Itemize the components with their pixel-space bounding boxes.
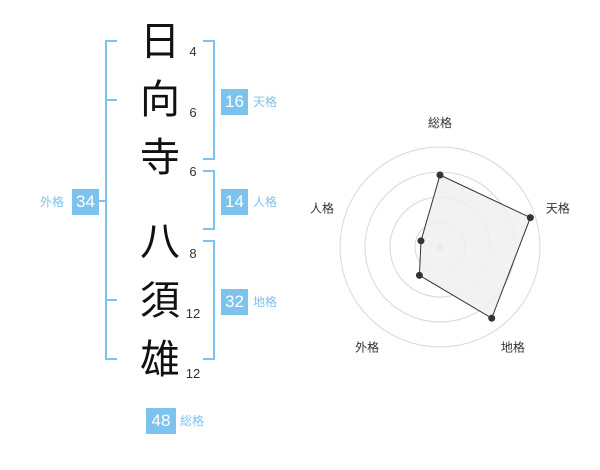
stroke-count-6: 12 — [185, 366, 201, 381]
chikaku-bracket-vertical — [213, 240, 215, 360]
name-char-1: 日 — [140, 19, 180, 65]
radar-point — [488, 314, 496, 322]
radar-axis-label: 地格 — [501, 339, 525, 354]
stroke-count-2: 6 — [189, 105, 197, 120]
gaikaku-bracket-bottom — [105, 358, 117, 360]
soukaku-label: 総格 — [180, 414, 205, 428]
radar-axis-label: 総格 — [428, 115, 452, 130]
jinkaku-bracket-top — [203, 170, 215, 172]
soukaku-value-badge: 48 — [146, 408, 176, 434]
chikaku-bracket-bottom — [203, 358, 215, 360]
tenkaku-bracket-vertical — [213, 40, 215, 160]
chikaku-value-badge: 32 — [221, 289, 248, 315]
stroke-count-1: 4 — [189, 44, 197, 59]
gaikaku-label: 外格 — [40, 195, 65, 209]
radar-point — [417, 237, 425, 245]
tenkaku-bracket-bottom — [203, 158, 215, 160]
radar-polygon — [418, 174, 532, 319]
stroke-count-5: 12 — [185, 306, 201, 321]
tenkaku-value-badge: 16 — [221, 89, 248, 115]
name-char-3: 寺 — [140, 135, 180, 181]
chikaku-bracket-top — [203, 240, 215, 242]
jinkaku-value-badge: 14 — [221, 189, 248, 215]
radar-point — [436, 171, 444, 179]
radar-point — [526, 214, 534, 222]
jinkaku-label: 人格 — [253, 195, 278, 209]
radar-axis-label: 外格 — [355, 339, 379, 354]
gaikaku-value-badge: 34 — [72, 189, 99, 215]
radar-ring — [339, 146, 541, 348]
tenkaku-label: 天格 — [253, 95, 278, 109]
bracket-tick-1 — [105, 99, 117, 101]
gaikaku-bracket-top — [105, 40, 117, 42]
chikaku-label: 地格 — [253, 295, 278, 309]
radar-point — [415, 271, 423, 279]
bracket-tick-2 — [105, 299, 117, 301]
jinkaku-bracket-vertical — [213, 170, 215, 230]
name-char-6: 雄 — [140, 337, 180, 383]
radar-axis-label: 人格 — [310, 201, 334, 216]
name-char-4: 八 — [140, 219, 180, 265]
radar-axis-label: 天格 — [546, 201, 570, 216]
stroke-count-4: 8 — [189, 246, 197, 261]
name-char-5: 須 — [140, 278, 180, 324]
radar-points — [415, 171, 534, 322]
gaikaku-bracket-vertical — [105, 40, 107, 360]
gaikaku-connector — [98, 200, 106, 202]
stroke-count-3: 6 — [189, 164, 197, 179]
tenkaku-bracket-top — [203, 40, 215, 42]
name-char-2: 向 — [140, 77, 180, 123]
jinkaku-bracket-bottom — [203, 228, 215, 230]
